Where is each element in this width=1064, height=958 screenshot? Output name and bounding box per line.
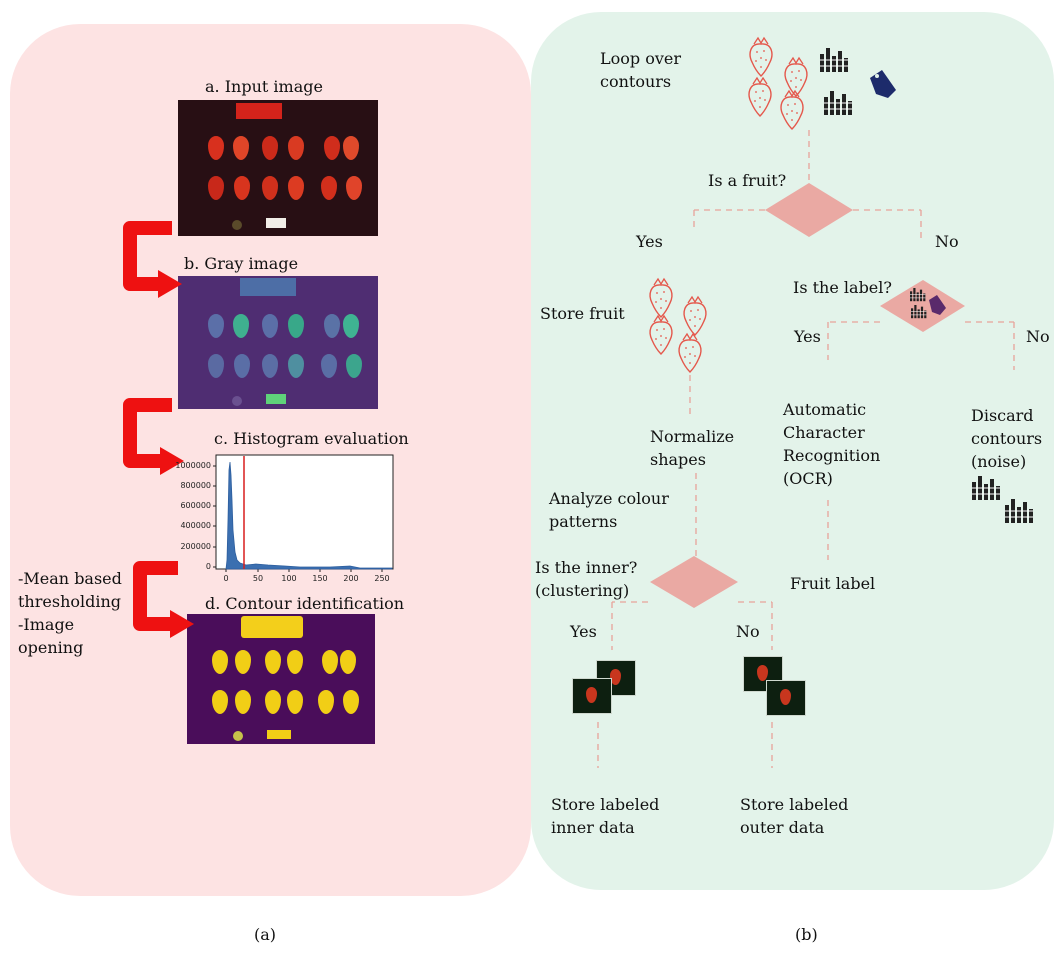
step-a-title: a. Input image bbox=[205, 77, 323, 96]
histogram-y-tick-label: 600000 bbox=[180, 501, 211, 510]
loop-contours-label: Loop over contours bbox=[600, 49, 682, 91]
step-c-title: c. Histogram evaluation bbox=[214, 429, 409, 448]
store-inner-label: Store labeled inner data bbox=[551, 795, 660, 837]
caption-a: (a) bbox=[254, 925, 277, 944]
histogram-x-tick-label: 100 bbox=[281, 574, 297, 583]
fruit-label-text: Fruit label bbox=[790, 574, 876, 593]
decision-is-label bbox=[880, 280, 965, 332]
step-b-title: b. Gray image bbox=[184, 254, 299, 273]
histogram-chart bbox=[213, 454, 394, 572]
input-image bbox=[178, 100, 378, 236]
no-label-label: No bbox=[1026, 327, 1050, 346]
is-inner-label: Is the inner? (clustering) bbox=[535, 558, 638, 600]
store-fruit-label: Store fruit bbox=[540, 304, 625, 323]
thresholding-note: -Mean based thresholding -Image opening bbox=[18, 569, 122, 657]
yes-fruit-label: Yes bbox=[636, 232, 663, 251]
histogram-x-tick-label: 200 bbox=[343, 574, 359, 583]
no-fruit-label: No bbox=[935, 232, 959, 251]
histogram-y-tick-label: 1000000 bbox=[175, 461, 211, 470]
histogram-y-tick-label: 200000 bbox=[180, 542, 211, 551]
decision-is-fruit bbox=[765, 183, 853, 237]
histogram-y-tick-label: 800000 bbox=[180, 481, 211, 490]
tag-icon bbox=[870, 70, 946, 315]
flow-connectors bbox=[597, 130, 1015, 768]
discard-contours-label: Discard contours (noise) bbox=[971, 406, 1043, 471]
inner-thumbnail-front bbox=[572, 678, 612, 714]
ocr-label: Automatic Character Recognition (OCR) bbox=[783, 400, 881, 488]
analyze-colour-label: Analyze colour patterns bbox=[549, 489, 669, 531]
contour-image bbox=[187, 614, 375, 744]
is-label-label: Is the label? bbox=[793, 278, 892, 297]
histogram-x-tick-label: 50 bbox=[252, 574, 264, 583]
arrow-icon bbox=[123, 221, 178, 631]
gray-image bbox=[178, 276, 378, 409]
histogram-y-tick-label: 0 bbox=[205, 562, 211, 571]
no-inner-label: No bbox=[736, 622, 760, 641]
yes-inner-label: Yes bbox=[570, 622, 597, 641]
normalize-shapes-label: Normalize shapes bbox=[650, 427, 735, 469]
store-outer-label: Store labeled outer data bbox=[740, 795, 849, 837]
yes-label-label: Yes bbox=[794, 327, 821, 346]
histogram-x-tick-label: 150 bbox=[312, 574, 328, 583]
histogram-x-tick-label: 0 bbox=[223, 574, 229, 583]
histogram-x-tick-label: 250 bbox=[374, 574, 390, 583]
arrowheads bbox=[158, 270, 194, 638]
histogram-y-tick-label: 400000 bbox=[180, 521, 211, 530]
caption-b: (b) bbox=[795, 925, 818, 944]
is-fruit-label: Is a fruit? bbox=[708, 171, 787, 190]
decision-is-inner bbox=[650, 556, 738, 608]
panel-b-background bbox=[531, 12, 1054, 890]
outer-thumbnail-front bbox=[766, 680, 806, 716]
step-d-title: d. Contour identification bbox=[205, 594, 405, 613]
